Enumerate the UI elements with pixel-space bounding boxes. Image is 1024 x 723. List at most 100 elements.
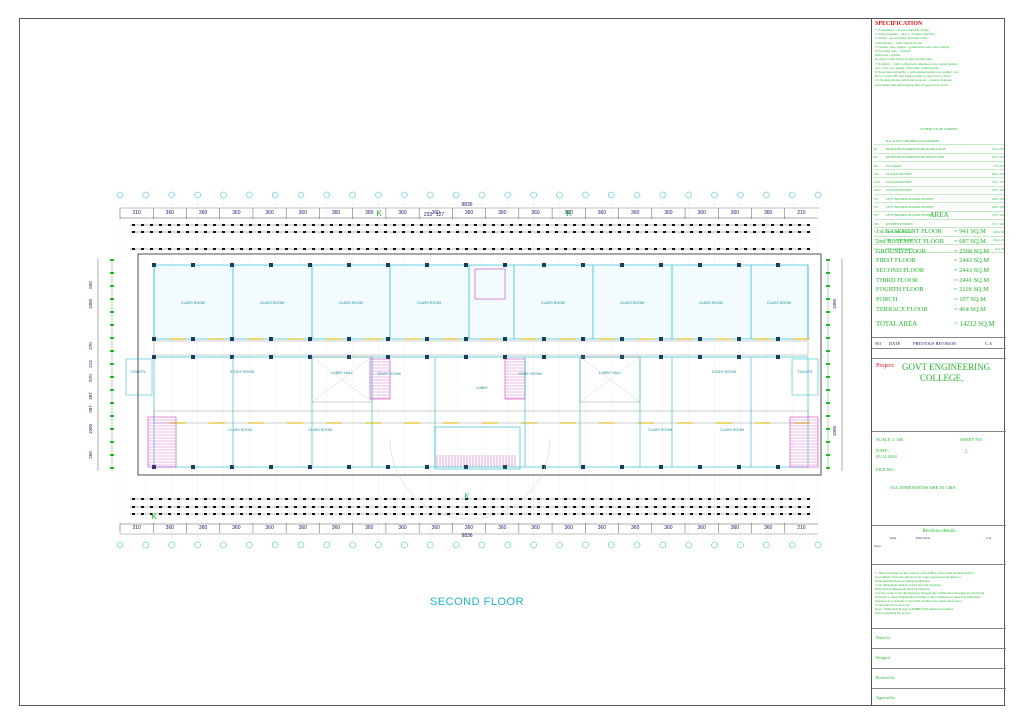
dim-label: 360 <box>299 525 308 531</box>
staircase <box>369 358 391 400</box>
chain-tick <box>780 506 783 508</box>
grid-bubble <box>633 191 641 199</box>
side-tick <box>110 272 114 274</box>
side-tick <box>110 298 114 300</box>
staircase <box>147 416 177 468</box>
chain-tick <box>771 513 774 515</box>
grid-bubble <box>633 541 641 549</box>
grid-bubble <box>711 191 718 199</box>
chain-tick <box>555 224 558 226</box>
column <box>464 263 468 267</box>
chain-tick <box>150 506 153 508</box>
chain-tick <box>744 248 747 250</box>
side-tick <box>110 259 114 261</box>
chain-tick <box>231 513 234 515</box>
chain-tick <box>789 248 792 250</box>
chain-tick <box>582 224 585 226</box>
chain-tick <box>681 224 684 226</box>
chain-tick <box>420 224 423 226</box>
side-tick <box>826 298 830 300</box>
chain-tick <box>420 513 423 515</box>
chain-tick <box>537 248 540 250</box>
column <box>191 263 195 267</box>
grid-bubble <box>814 191 822 199</box>
chain-tick <box>456 248 459 250</box>
column <box>503 355 507 359</box>
room-label: TOILETS <box>798 370 814 374</box>
column <box>347 337 351 341</box>
chain-tick <box>249 231 252 233</box>
chain-tick <box>357 506 360 508</box>
side-tick <box>826 259 830 261</box>
dim-label: 360 <box>598 525 607 531</box>
chain-tick <box>231 231 234 233</box>
side-tick <box>826 363 830 365</box>
chain-tick <box>276 231 279 233</box>
area-total-label: TOTAL AREA <box>876 321 918 328</box>
chain-tick <box>384 231 387 233</box>
side-dim-left: 550 <box>88 281 93 289</box>
schedule-code: D3 <box>874 163 878 168</box>
chain-tick <box>708 248 711 250</box>
grid-bubble <box>142 191 150 199</box>
column <box>347 263 351 267</box>
grid-bubble <box>530 541 537 549</box>
chain-tick <box>528 231 531 233</box>
chain-tick <box>447 248 450 250</box>
chain-tick <box>303 513 306 515</box>
chain-tick <box>654 506 657 508</box>
chain-tick <box>258 506 261 508</box>
chain-tick <box>636 248 639 250</box>
chain-tick <box>276 513 279 515</box>
dim-label: 360 <box>432 525 441 531</box>
chain-tick <box>780 224 783 226</box>
column <box>698 355 702 359</box>
grid-bubble <box>116 541 124 549</box>
column <box>659 337 663 341</box>
chain-tick <box>384 506 387 508</box>
chain-tick <box>744 513 747 515</box>
grid-bubble <box>814 541 822 549</box>
grid-bubble <box>297 191 305 199</box>
rev-particulars-header: Particulars <box>916 536 931 540</box>
schedule-desc: UPVC FRAMED GLAZED WINDOW <box>886 213 934 218</box>
chain-tick <box>663 231 666 233</box>
chain-tick <box>393 224 396 226</box>
chain-tick <box>519 498 522 500</box>
spec-line: 8. Steel hand rail grills :- with enamel… <box>875 70 959 75</box>
chain-tick <box>663 498 666 500</box>
chain-tick <box>267 224 270 226</box>
chain-tick <box>537 231 540 233</box>
column <box>542 355 546 359</box>
chain-tick <box>564 224 567 226</box>
chain-tick <box>798 513 801 515</box>
dim-label: 360 <box>631 525 640 531</box>
area-row: PORCH= 107 SQ.M <box>876 295 1004 305</box>
chain-tick <box>195 224 198 226</box>
room-label: CLASS ROOM <box>699 301 723 305</box>
schedule-code: D1 <box>874 146 878 151</box>
chain-tick <box>663 506 666 508</box>
chain-tick <box>573 224 576 226</box>
chain-tick <box>195 498 198 500</box>
chain-tick <box>798 224 801 226</box>
spec-line: 10. Sloping drains with dado work etc - … <box>875 78 952 83</box>
overall-dim-bottom: 9836 <box>461 533 472 539</box>
chain-tick <box>501 231 504 233</box>
schedule-size: 240 x 150 <box>992 196 1004 201</box>
chain-tick <box>276 224 279 226</box>
grid-bubble <box>246 191 253 199</box>
grid-bubble <box>685 541 692 549</box>
column <box>581 337 585 341</box>
side-tick <box>826 402 830 404</box>
chain-tick <box>456 224 459 226</box>
section-mark-bottom-mid: K <box>464 492 470 501</box>
sign-approved-by: Approved by <box>872 688 1006 706</box>
chain-tick <box>348 506 351 508</box>
rev-ca-header: C.A <box>985 340 993 346</box>
chain-tick <box>699 506 702 508</box>
